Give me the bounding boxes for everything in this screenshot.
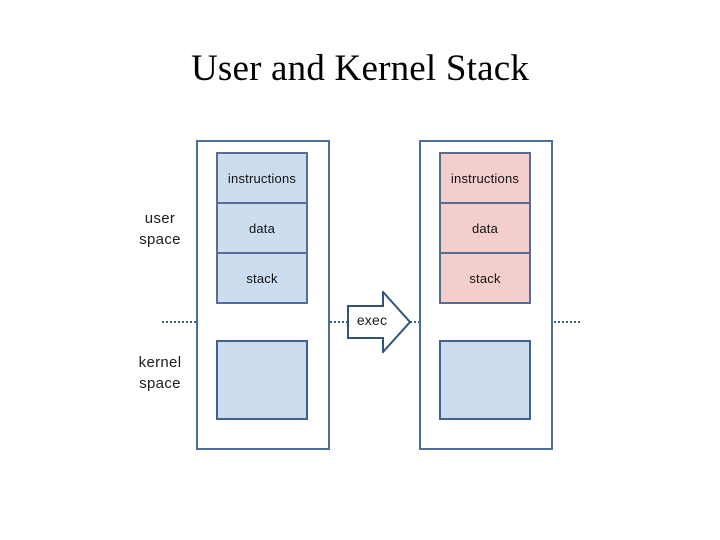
kernel-space-label-line2: space: [139, 375, 181, 392]
page-title: User and Kernel Stack: [190, 48, 530, 89]
user-space-label-line2: space: [139, 231, 181, 248]
user-space-label-line1: user: [144, 210, 176, 227]
exec-arrow-icon: [347, 291, 411, 353]
process-column-before-exec: instructions data stack: [196, 140, 330, 450]
segment-instructions: instructions: [441, 154, 529, 202]
segment-data: data: [218, 202, 306, 252]
segment-stack: stack: [218, 252, 306, 302]
process-column-after-exec: instructions data stack: [419, 140, 553, 450]
segment-data: data: [441, 202, 529, 252]
segment-instructions: instructions: [218, 154, 306, 202]
kernel-stack-box-before: [216, 340, 308, 420]
kernel-space-label-line1: kernel: [138, 354, 182, 371]
kernel-stack-box-after: [439, 340, 531, 420]
user-space-segments-after: instructions data stack: [439, 152, 531, 304]
user-space-segments-before: instructions data stack: [216, 152, 308, 304]
user-space-label: user space: [117, 208, 203, 250]
segment-stack: stack: [441, 252, 529, 302]
exec-label: exec: [356, 312, 388, 328]
kernel-space-label: kernel space: [117, 352, 203, 394]
